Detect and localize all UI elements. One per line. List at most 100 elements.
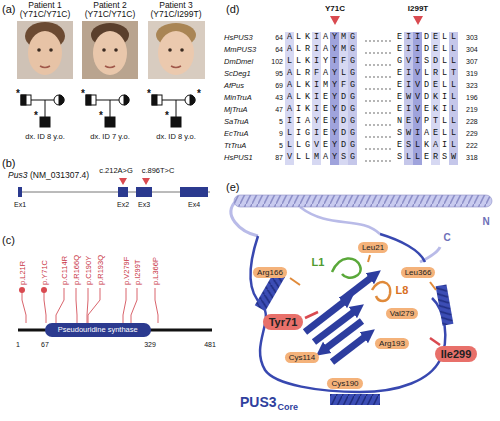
gene-structure — [18, 178, 210, 197]
variant-header: I299T — [408, 4, 428, 13]
residue-tag: Cys190 — [327, 378, 362, 389]
residue-number: 303 — [466, 34, 478, 42]
sequence-segment: ALKIEYDG — [287, 93, 359, 103]
mutation-label: p.Y71C — [40, 260, 49, 285]
node-text: Arg166 — [257, 268, 283, 277]
residue-tag: Arg193 — [375, 338, 409, 349]
species-name: MinTruA — [224, 94, 252, 103]
residue-number: 318 — [466, 154, 478, 162]
residue-number: 307 — [466, 58, 478, 66]
residue-tag: Cys114 — [285, 352, 320, 363]
residue-tag: Tyr71 — [263, 314, 304, 330]
sequence-segment: ESLKAIL — [397, 141, 460, 151]
residue-tag: Leu366 — [401, 267, 436, 278]
carrier-asterisk: * — [34, 110, 38, 122]
species-name: MjTruA — [224, 106, 248, 115]
terminus-label: C — [443, 232, 450, 244]
sequence-segment: ALKIAYMG — [287, 33, 359, 43]
residue-number: 102 — [271, 58, 283, 66]
node-text: Ile299 — [441, 348, 472, 360]
residue-number: 229 — [466, 130, 478, 138]
residue-number: 1 — [16, 341, 20, 349]
panel-letter: (d) — [226, 3, 239, 16]
sequence-segment: EIVLRLT — [397, 69, 460, 79]
carrier-asterisk: * — [81, 88, 85, 100]
diagnosis-note: dx. ID 7 y.o. — [90, 133, 129, 142]
node-text: Val279 — [390, 309, 414, 318]
sequence-segment: EIIDELL — [397, 33, 460, 43]
terminus-label: N — [482, 216, 489, 228]
variant-label: c.212A>G — [99, 167, 133, 176]
variant-header: Y71C — [325, 4, 345, 13]
species-name: HsPUS1 — [224, 154, 253, 163]
sequence-segment: EIVDELL — [397, 81, 460, 91]
residue-number: 5 — [279, 118, 283, 126]
gene-name: Pus3 — [8, 171, 27, 181]
node-text: Pseudouridine synthase — [45, 323, 151, 337]
sequence-segment: LLKIYTFG — [287, 57, 359, 67]
patient-photo — [148, 21, 205, 79]
residue-number: 219 — [466, 106, 478, 114]
residue-number: 87 — [275, 154, 283, 162]
structure-subscript: Core — [278, 402, 299, 412]
sequence-segment: GVISDLL — [397, 57, 460, 67]
patient-label: (Y71C/Y71C) — [20, 10, 71, 20]
residue-number: 43 — [275, 94, 283, 102]
mutation-label: p.V279F — [122, 257, 131, 285]
carrier-asterisk: * — [16, 88, 20, 100]
residue-number: 222 — [466, 142, 478, 150]
sequence-segment: VLLMAYSG — [287, 153, 359, 163]
domain-box: Pseudouridine synthase — [45, 323, 151, 337]
loop-label: L8 — [396, 284, 409, 297]
patient-label: (Y71C/I299T) — [150, 10, 201, 20]
sequence-segment: LLGVEYDG — [287, 141, 359, 151]
residue-tag: Ile299 — [435, 346, 478, 362]
exon-label: Ex4 — [188, 201, 200, 209]
sequence-segment: SLLERSW — [397, 153, 460, 163]
sequence-segment: ALKIMYFG — [287, 81, 359, 91]
residue-number: 47 — [275, 106, 283, 114]
sequence-segment: EWVDKIL — [397, 93, 460, 103]
exon-label: Ex1 — [14, 201, 26, 209]
panel-letter: (e) — [226, 181, 239, 194]
patient-photo — [17, 21, 73, 79]
panel-letter: (b) — [2, 157, 15, 170]
accession-number: (NM_031307.4) — [30, 171, 89, 181]
panel-letter: (c) — [2, 234, 15, 247]
node-text: Cys114 — [289, 353, 316, 362]
loop-label: L1 — [312, 256, 325, 269]
node-text: Arg193 — [379, 339, 405, 348]
sequence-segment: ALRFAYLG — [287, 69, 359, 79]
diagnosis-note: dx. ID 8 y.o. — [25, 133, 64, 142]
exon-label: Ex3 — [138, 201, 150, 209]
exon-label: Ex2 — [117, 201, 129, 209]
species-name: AfPus — [224, 82, 244, 91]
sequence-segment: EIIDELL — [397, 45, 460, 55]
pedigree — [21, 95, 195, 127]
mutation-label: p.L21R — [18, 261, 27, 285]
protein-structure — [231, 195, 492, 405]
variant-label: c.896T>C — [142, 167, 175, 176]
carrier-asterisk: * — [165, 110, 169, 122]
residue-number: 9 — [279, 130, 283, 138]
species-name: EcTruA — [224, 130, 248, 139]
residue-number: 304 — [466, 46, 478, 54]
node-text: Cys190 — [331, 379, 358, 388]
residue-number: 481 — [204, 341, 216, 349]
sequence-segment: ALRIAYMG — [287, 45, 359, 55]
residue-number: 329 — [144, 341, 156, 349]
mutation-label: p.I299T — [133, 260, 142, 285]
node-text: Leu21 — [362, 243, 384, 252]
residue-number: 5 — [279, 142, 283, 150]
species-name: MmPUS3 — [224, 46, 256, 55]
residue-tag: Arg166 — [253, 267, 287, 278]
residue-number: 323 — [466, 82, 478, 90]
residue-number: 67 — [41, 341, 49, 349]
residue-number: 319 — [466, 70, 478, 78]
species-name: ScDeg1 — [224, 70, 251, 79]
residue-tag: Val279 — [386, 308, 418, 319]
sequence-segment: EIVEKIL — [397, 105, 460, 115]
diagnosis-note: dx. ID 8 y.o. — [156, 133, 195, 142]
species-name: TtTruA — [224, 142, 246, 151]
patient-photo — [82, 21, 138, 79]
